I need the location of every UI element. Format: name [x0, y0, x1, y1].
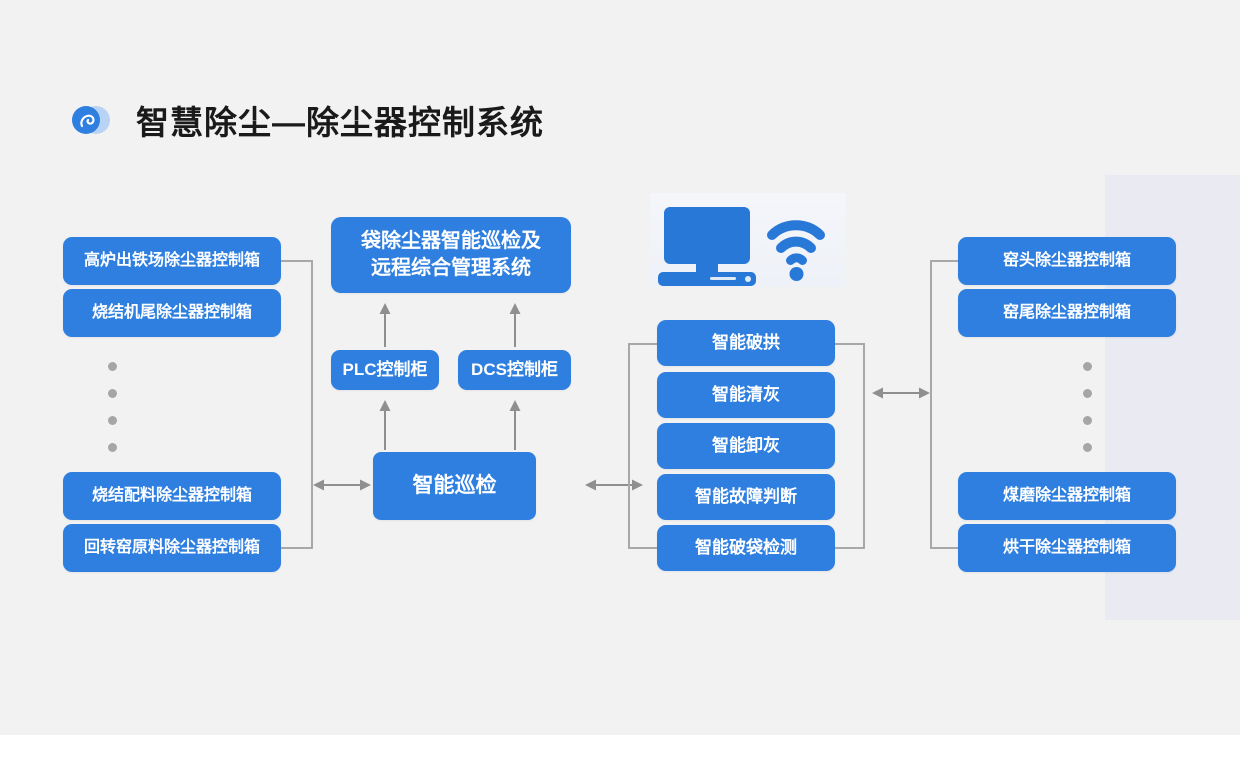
- functions-bracket-right-top: [835, 343, 865, 345]
- right-bracket-vertical: [930, 260, 932, 549]
- right-node-1[interactable]: 窑头除尘器控制箱: [958, 237, 1176, 285]
- management-system-line-1: 袋除尘器智能巡检及: [361, 230, 541, 252]
- functions-bracket-left-bottom: [628, 547, 658, 549]
- dot: [1083, 416, 1092, 425]
- left-node-4[interactable]: 回转窑原料除尘器控制箱: [63, 524, 281, 572]
- functions-bracket-right-vertical: [863, 343, 865, 548]
- page-header: 智慧除尘—除尘器控制系统: [68, 96, 544, 144]
- function-node-2[interactable]: 智能清灰: [657, 372, 835, 418]
- intelligent-inspection-hub[interactable]: 智能巡检: [373, 452, 536, 520]
- dot: [108, 416, 117, 425]
- function-node-1[interactable]: 智能破拱: [657, 320, 835, 366]
- dot: [108, 443, 117, 452]
- arrow-hub-to-dcs: [506, 400, 524, 452]
- function-node-5[interactable]: 智能破袋检测: [657, 525, 835, 571]
- left-bracket-bottom-stub: [281, 547, 313, 549]
- right-bracket-top-stub: [930, 260, 962, 262]
- arrow-hub-to-plc: [376, 400, 394, 452]
- page-title: 智慧除尘—除尘器控制系统: [136, 104, 544, 141]
- left-ellipsis-dots: [108, 362, 117, 452]
- arrow-plc-to-system: [376, 303, 394, 349]
- left-node-1[interactable]: 高炉出铁场除尘器控制箱: [63, 237, 281, 285]
- bottom-white-strip: [0, 735, 1240, 765]
- arrow-hub-to-functions: [583, 472, 645, 498]
- right-bracket-bottom-stub: [930, 547, 962, 549]
- computer-wifi-illustration: [650, 193, 846, 287]
- left-bracket-top-stub: [281, 260, 313, 262]
- swirl-logo-icon: [68, 98, 112, 142]
- right-node-4[interactable]: 烘干除尘器控制箱: [958, 524, 1176, 572]
- left-bracket-vertical: [311, 260, 313, 549]
- dot: [1083, 389, 1092, 398]
- dot: [1083, 362, 1092, 371]
- function-node-3[interactable]: 智能卸灰: [657, 423, 835, 469]
- dot: [1083, 443, 1092, 452]
- management-system-box[interactable]: 袋除尘器智能巡检及 远程综合管理系统: [331, 217, 571, 293]
- arrow-functions-to-right: [870, 380, 932, 406]
- dcs-cabinet-box[interactable]: DCS控制柜: [458, 350, 571, 390]
- left-node-2[interactable]: 烧结机尾除尘器控制箱: [63, 289, 281, 337]
- plc-cabinet-box[interactable]: PLC控制柜: [331, 350, 439, 390]
- functions-bracket-left-vertical: [628, 343, 630, 548]
- function-node-4[interactable]: 智能故障判断: [657, 474, 835, 520]
- dot: [108, 389, 117, 398]
- right-ellipsis-dots: [1083, 362, 1092, 452]
- arrow-left-to-hub: [311, 472, 373, 498]
- right-node-3[interactable]: 煤磨除尘器控制箱: [958, 472, 1176, 520]
- functions-bracket-right-bottom: [835, 547, 865, 549]
- management-system-line-2: 远程综合管理系统: [371, 257, 531, 279]
- desktop-computer-icon: [658, 207, 756, 286]
- left-node-3[interactable]: 烧结配料除尘器控制箱: [63, 472, 281, 520]
- functions-bracket-left-top: [628, 343, 658, 345]
- arrow-dcs-to-system: [506, 303, 524, 349]
- dot: [108, 362, 117, 371]
- wifi-signal-icon: [767, 220, 825, 281]
- right-node-2[interactable]: 窑尾除尘器控制箱: [958, 289, 1176, 337]
